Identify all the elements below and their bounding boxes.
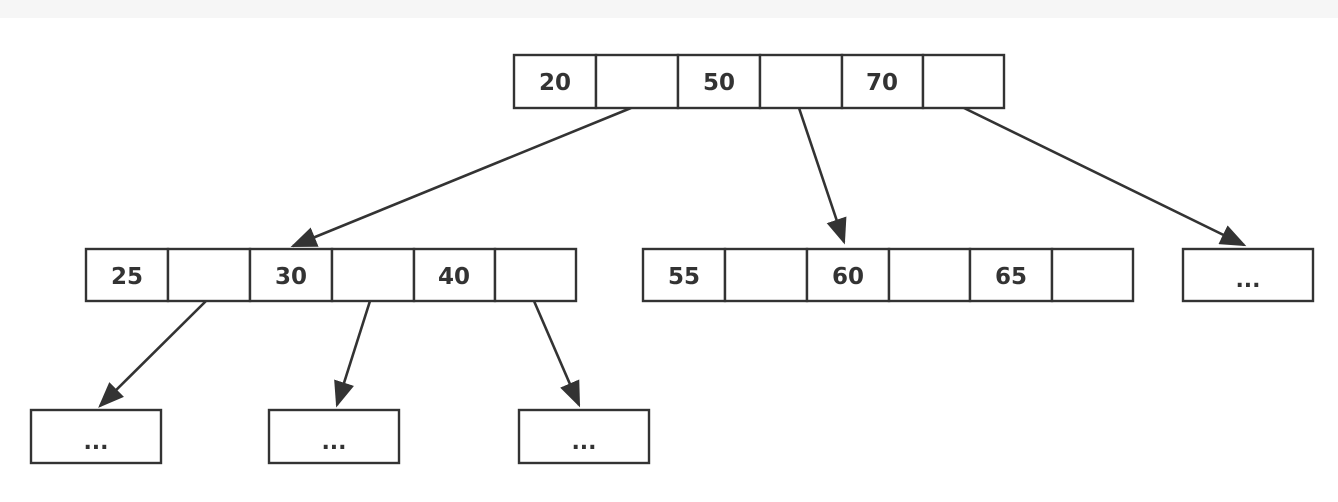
root-pointer-cell xyxy=(758,53,844,110)
root-key-cell xyxy=(676,53,762,110)
edge-left-to-leaf-1 xyxy=(98,300,207,408)
edge-root-to-middle xyxy=(797,107,847,245)
root-pointer-cell xyxy=(594,53,680,110)
middle-node: 55 60 65 xyxy=(641,247,1135,303)
left-key-cell xyxy=(248,247,334,303)
middle-pointer-cell xyxy=(887,247,972,303)
left-key-2: 30 xyxy=(275,264,307,290)
right-child-ellipsis: ... xyxy=(1235,268,1260,293)
root-key-1: 20 xyxy=(539,70,571,96)
leaf-box xyxy=(267,408,401,465)
left-node: 25 30 40 xyxy=(84,247,578,303)
middle-key-cell xyxy=(641,247,727,303)
left-pointer-cell xyxy=(493,247,578,303)
root-key-cell xyxy=(840,53,925,110)
middle-key-2: 60 xyxy=(832,264,864,290)
middle-key-cell xyxy=(805,247,891,303)
left-key-cell xyxy=(412,247,497,303)
middle-key-3: 65 xyxy=(995,264,1027,290)
edge-left-to-leaf-2 xyxy=(334,300,372,408)
root-pointer-cell xyxy=(921,53,1006,110)
edge-left-to-leaf-3 xyxy=(532,300,581,408)
left-pointer-cell xyxy=(166,247,252,303)
leaf-ellipsis: ... xyxy=(571,430,596,455)
leaf-ellipsis: ... xyxy=(83,430,108,455)
edge-root-to-right xyxy=(963,106,1247,247)
edge-root-to-left xyxy=(290,106,632,248)
leaf-ellipsis: ... xyxy=(321,430,346,455)
middle-key-1: 55 xyxy=(668,264,700,290)
leaf-node-3: ... xyxy=(517,408,651,465)
root-node: 20 50 70 xyxy=(512,53,1006,110)
leaf-box xyxy=(517,408,651,465)
left-pointer-cell xyxy=(330,247,416,303)
leaf-node-2: ... xyxy=(267,408,401,465)
leaf-node-1: ... xyxy=(29,408,163,465)
middle-pointer-cell xyxy=(1050,247,1135,303)
right-child-node: ... xyxy=(1181,247,1315,303)
left-key-cell xyxy=(84,247,170,303)
right-child-box xyxy=(1181,247,1315,303)
top-band xyxy=(0,0,1338,18)
middle-pointer-cell xyxy=(723,247,809,303)
left-key-3: 40 xyxy=(438,264,470,290)
edges xyxy=(98,106,1247,408)
root-key-2: 50 xyxy=(703,70,735,96)
left-key-1: 25 xyxy=(111,264,143,290)
leaf-box xyxy=(29,408,163,465)
root-key-3: 70 xyxy=(866,70,898,96)
